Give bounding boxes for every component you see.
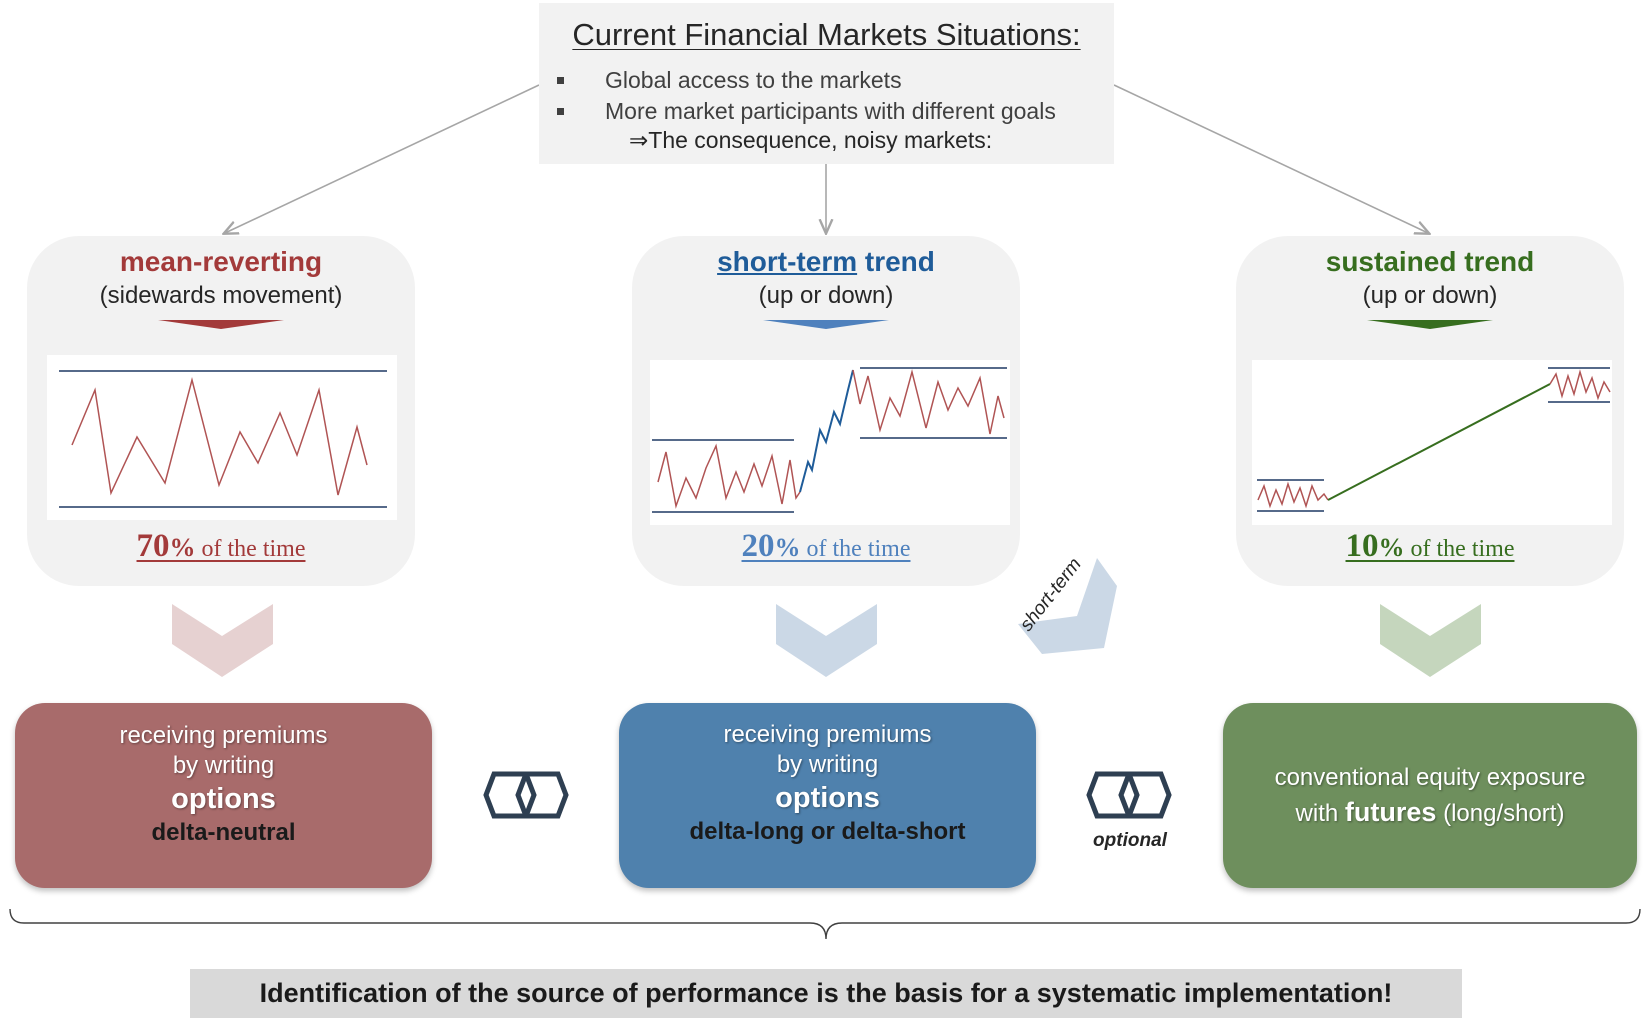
link-icon (483, 771, 569, 819)
situation-title: Current Financial Markets Situations: (572, 17, 1081, 52)
card-title: short-term trend (717, 246, 935, 277)
card-subtitle: (up or down) (758, 282, 894, 309)
short-term-trend-chart (650, 360, 1010, 525)
card-subtitle: (sidewards movement) (99, 282, 343, 309)
triangle-marker (1367, 320, 1493, 329)
chevron-diagonal-icon (1018, 558, 1117, 654)
card-short-term-trend: short-term trend (up or down) 20% of the… (632, 236, 1020, 586)
consequence-text: ⇒The consequence, noisy markets: (629, 127, 993, 153)
market-situation-box: Current Financial Markets Situations: Gl… (539, 3, 1114, 164)
arrow-icon (225, 84, 540, 233)
action-futures: conventional equity exposure with future… (1223, 703, 1637, 888)
link-icon (1086, 771, 1172, 819)
bullet-icon (557, 77, 564, 84)
triangle-marker (158, 320, 284, 329)
card-title: sustained trend (1325, 246, 1535, 277)
chevron-down-icon (172, 604, 273, 677)
chevron-down-icon (1380, 604, 1481, 677)
percent-label: 10% of the time (1345, 528, 1515, 564)
card-sustained-trend: sustained trend (up or down) 10% of the … (1236, 236, 1624, 586)
card-title: mean-reverting (119, 246, 323, 277)
percent-label: 20% of the time (741, 528, 911, 564)
conclusion-banner: Identification of the source of performa… (190, 969, 1462, 1018)
optional-label: optional (1093, 830, 1167, 851)
triangle-marker (763, 320, 889, 329)
arrow-icon (1113, 84, 1428, 233)
percent-label: 70% of the time (136, 528, 306, 564)
short-term-connector: short-term (1012, 552, 1117, 654)
sustained-trend-chart (1252, 360, 1612, 525)
brace-icon (9, 908, 1641, 940)
chevron-down-icon (776, 604, 877, 677)
card-mean-reverting: mean-reverting (sidewards movement) 70% … (27, 236, 415, 586)
bullet-icon (557, 108, 564, 115)
action-delta-neutral: receiving premiums by writing options de… (15, 703, 432, 888)
action-delta-long-short: receiving premiums by writing options de… (619, 703, 1036, 888)
card-subtitle: (up or down) (1362, 282, 1498, 309)
mean-reverting-chart (47, 355, 397, 520)
